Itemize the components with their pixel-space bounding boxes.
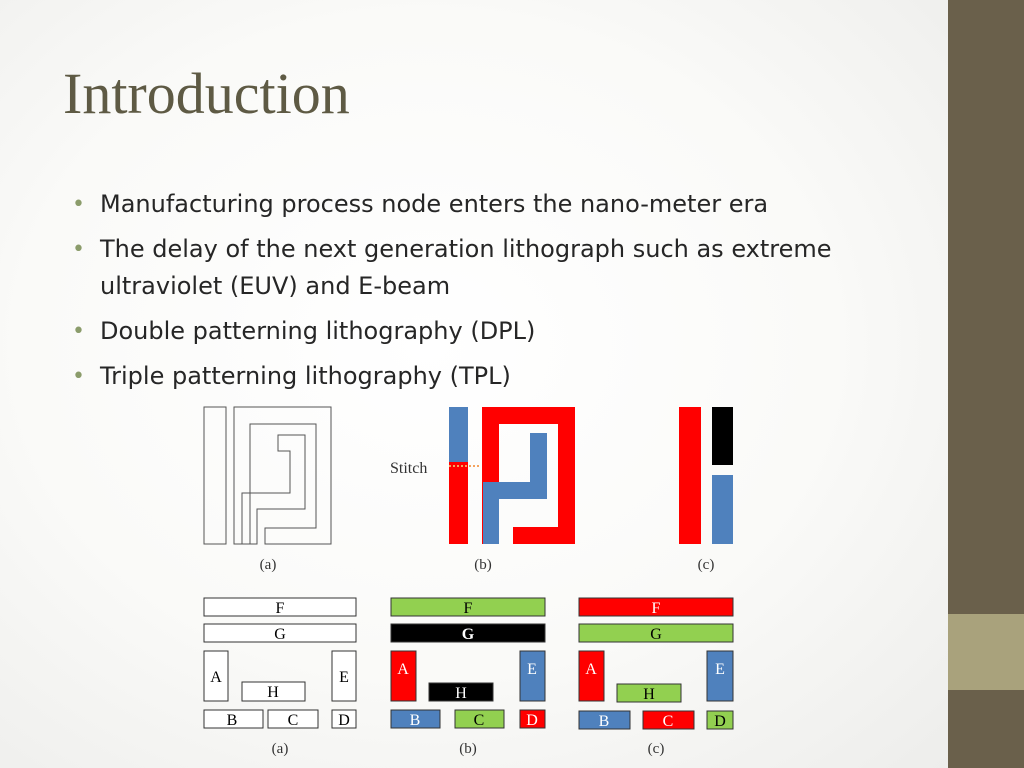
figure-caption: (c) — [648, 741, 665, 757]
shape-d — [519, 709, 546, 729]
figure-caption: (b) — [474, 557, 492, 573]
layout-pattern-inner-bend — [241, 434, 306, 545]
shape-label-e: E — [339, 669, 349, 686]
shape-b — [203, 709, 264, 729]
shape-label-e: E — [715, 661, 725, 678]
shape-e — [331, 650, 357, 702]
figure-caption: (b) — [459, 741, 477, 757]
bullet-list: • Manufacturing process node enters the n… — [72, 186, 872, 403]
bullet-item: • The delay of the next generation lithog… — [72, 231, 872, 305]
shape-c — [267, 709, 319, 729]
shape-label-g: G — [462, 626, 475, 643]
coloring-figure-bottom: F G A H E B C D (a) F G A H E B C D (b) — [203, 597, 734, 757]
decorative-sidebar-accent — [948, 614, 1024, 690]
layout-dpl — [449, 407, 575, 544]
shape-label-d: D — [338, 712, 350, 729]
mask-blue-bend — [483, 433, 547, 544]
shape-label-f: F — [652, 600, 661, 617]
shape-label-f: F — [464, 600, 473, 617]
layout-pattern-bracket — [233, 406, 332, 545]
shape-label-h: H — [267, 684, 279, 701]
shape-c — [454, 709, 505, 729]
shape-label-d: D — [714, 713, 726, 730]
shape-label-d: D — [526, 712, 538, 729]
shape-b — [390, 709, 441, 729]
shape-h — [616, 683, 682, 703]
bullet-text: Triple patterning lithography (TPL) — [100, 362, 511, 390]
bullet-dot-icon: • — [72, 319, 85, 344]
bullet-text: The delay of the next generation lithogr… — [100, 235, 832, 300]
shape-label-f: F — [276, 600, 285, 617]
decomposition-figure-top: (a) Stitch (b) (c) — [203, 406, 733, 573]
shape-d — [331, 709, 357, 729]
shape-g — [390, 623, 546, 643]
shape-label-b: B — [599, 713, 610, 730]
bullet-dot-icon: • — [72, 237, 85, 262]
bullet-item: • Double patterning lithography (DPL) — [72, 313, 872, 350]
shape-label-h: H — [455, 685, 467, 702]
shape-label-a: A — [585, 661, 597, 678]
shape-label-c: C — [663, 713, 674, 730]
shape-h — [241, 681, 306, 702]
stitch-label: Stitch — [390, 460, 427, 477]
shape-label-g: G — [274, 626, 286, 643]
bullet-item: • Triple patterning lithography (TPL) — [72, 358, 872, 395]
bullet-dot-icon: • — [72, 192, 85, 217]
bullet-text: Double patterning lithography (DPL) — [100, 317, 536, 345]
shape-labels-c: F G A H E B C D — [585, 600, 726, 730]
shape-label-b: B — [227, 712, 238, 729]
mask-red-pattern — [679, 407, 701, 544]
shape-label-h: H — [643, 686, 655, 703]
shape-d — [706, 710, 734, 730]
layout-uncolored — [203, 406, 332, 545]
coloring-b — [390, 597, 546, 729]
mask-blue-pattern — [712, 475, 733, 544]
bullet-item: • Manufacturing process node enters the n… — [72, 186, 872, 223]
figure-caption: (a) — [272, 741, 289, 757]
bullet-dot-icon: • — [72, 364, 85, 389]
shape-labels-b: F G A H E B C D — [397, 600, 538, 729]
shape-a — [203, 650, 229, 702]
figure-caption: (c) — [698, 557, 715, 573]
shape-e — [519, 650, 546, 702]
coloring-c — [578, 597, 734, 730]
layout-tpl — [679, 407, 733, 544]
shape-a — [390, 650, 417, 702]
layout-pattern-left-bar — [203, 406, 227, 545]
mask-red-pattern — [449, 462, 468, 544]
shape-label-a: A — [210, 669, 222, 686]
shape-label-g: G — [650, 626, 662, 643]
figure-caption: (a) — [260, 557, 277, 573]
coloring-uncolored — [203, 597, 357, 729]
shape-g — [578, 623, 734, 643]
shape-f — [578, 597, 734, 617]
shape-g — [203, 623, 357, 643]
shape-f — [203, 597, 357, 617]
shape-label-a: A — [397, 661, 409, 678]
shape-label-c: C — [474, 712, 485, 729]
shape-labels-uncolored: F G A H E B C D — [210, 600, 350, 729]
slide-title: Introduction — [63, 61, 350, 126]
bullet-text: Manufacturing process node enters the na… — [100, 190, 769, 218]
shape-a — [578, 650, 605, 702]
shape-f — [390, 597, 546, 617]
shape-b — [578, 710, 631, 730]
shape-label-b: B — [410, 712, 421, 729]
shape-e — [706, 650, 734, 702]
shape-h — [428, 682, 494, 702]
mask-black-pattern — [712, 407, 733, 465]
shape-label-e: E — [527, 661, 537, 678]
shape-label-c: C — [288, 712, 299, 729]
shape-c — [642, 710, 695, 730]
